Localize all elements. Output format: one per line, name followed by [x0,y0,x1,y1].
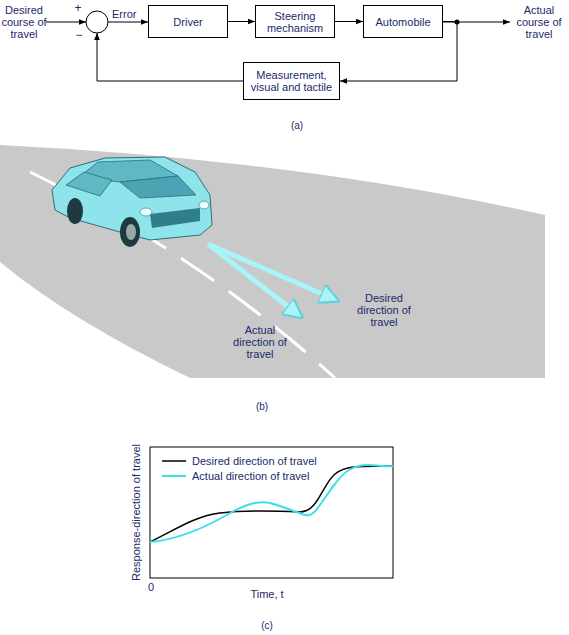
arrow-label: Actual direction of travel [228,324,292,360]
car-hubcap [126,224,136,240]
car-wheel [120,217,140,247]
process-box: Automobile [363,5,443,38]
box-text: Automobile [375,16,430,28]
signal-arrow [228,21,255,22]
legend-line-sample [162,475,186,477]
legend-text: Actual direction of travel [192,470,309,482]
signal-label: Error [112,8,146,20]
summing-junction [86,11,108,33]
axis-title: Time, t [235,588,299,600]
desired-direction-arrow [208,244,336,300]
box-text: Steering mechanism [259,10,331,34]
car-body [52,157,212,240]
plot-frame [150,447,393,578]
feedback-box: Measurement, visual and tactile [243,62,340,100]
legend-line-sample [162,460,186,462]
car-side-window [66,172,112,196]
car-windshield [120,176,196,198]
process-box: Steering mechanism [255,5,335,38]
sign-label: + [73,2,83,14]
axis-title: Response-direction of travel [130,423,143,603]
car-headlight [140,208,152,216]
car-illustration [52,157,212,247]
desired-curve [150,466,393,542]
panel-label: (a) [280,120,314,132]
car-grille [150,208,200,228]
car-headlight [199,201,209,209]
input-line [46,22,86,23]
car-wheel [67,198,83,224]
arrow-label: Desired direction of travel [352,292,416,328]
error-line [108,22,148,23]
output-label: Actual course of travel [514,4,564,40]
road [0,145,545,378]
process-box: Driver [148,5,228,38]
tick-label: 0 [145,581,157,593]
panel-label: (b) [245,401,279,413]
sign-label: − [74,29,84,41]
box-text: Driver [173,16,202,28]
signal-arrow [335,21,363,22]
panel-label: (c) [250,620,284,632]
actual-curve [150,465,393,542]
legend-text: Desired direction of travel [192,455,317,467]
input-label: Desired course of travel [0,4,48,40]
feedback-line [97,33,243,81]
box-text: Measurement, visual and tactile [247,69,336,93]
